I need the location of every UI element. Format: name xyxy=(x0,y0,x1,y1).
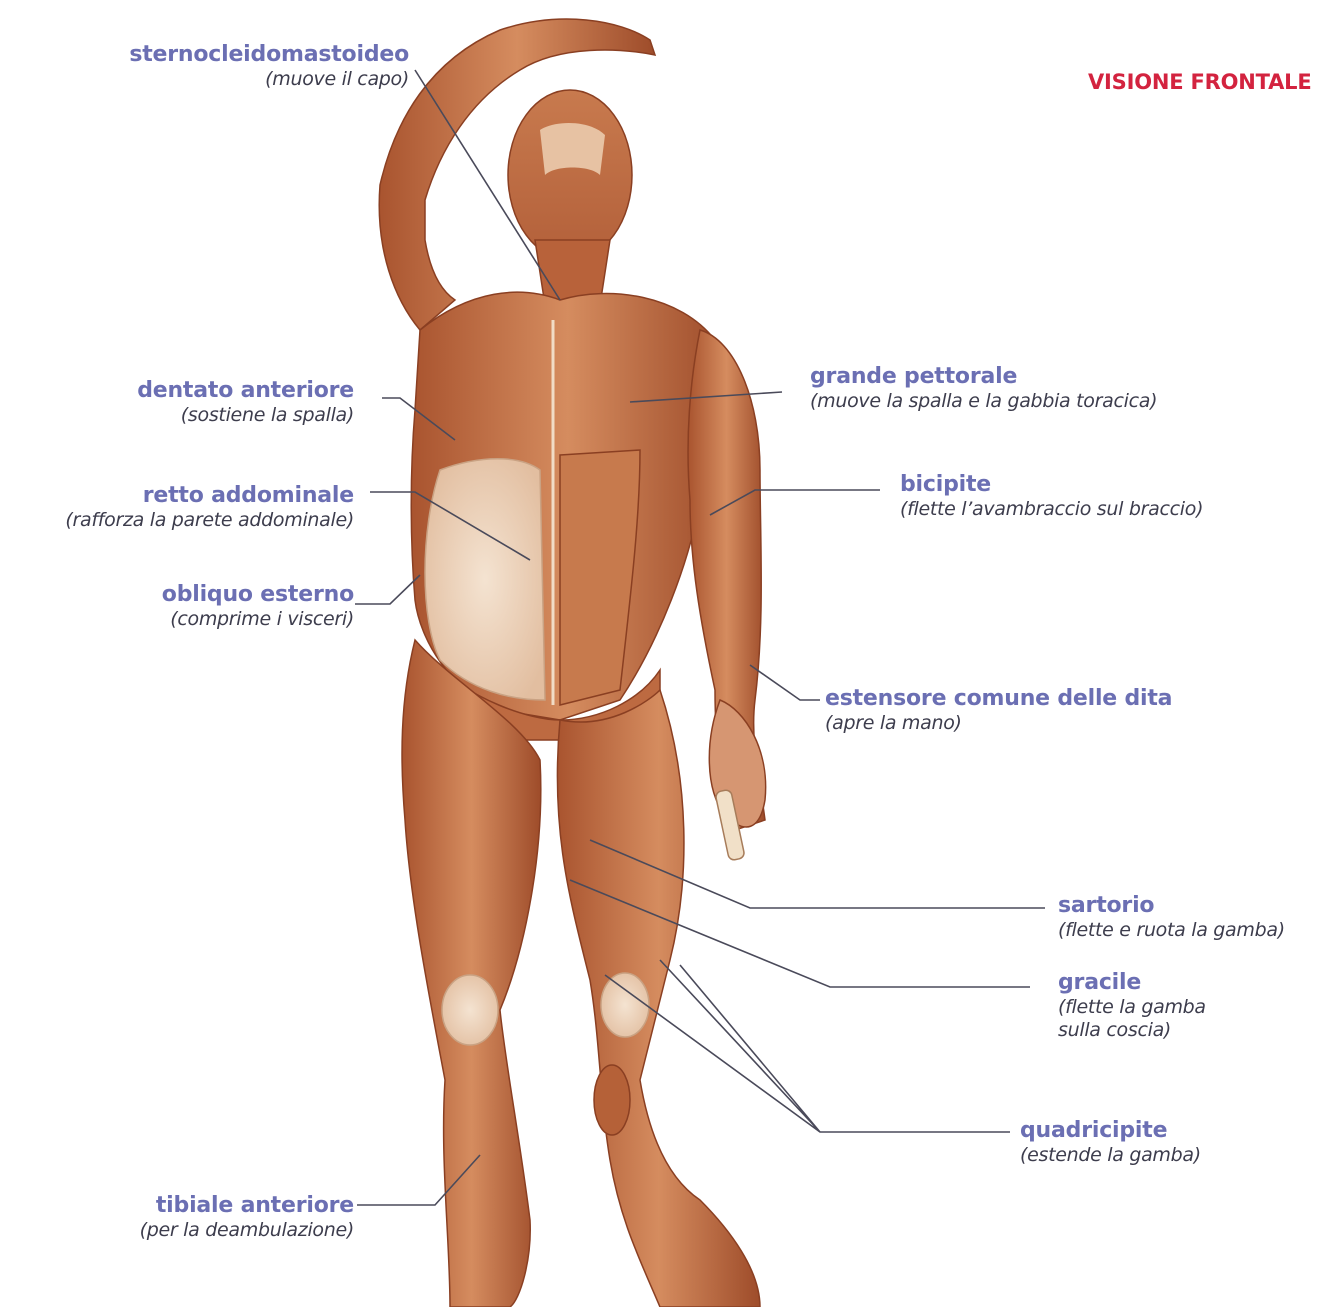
label-name: quadricipite xyxy=(1020,1118,1300,1144)
head xyxy=(508,90,632,260)
label-desc: (muove il capo) xyxy=(89,68,409,91)
label-estensore-comune-delle-dita: estensore comune delle dita (apre la man… xyxy=(825,686,1225,735)
label-sartorio: sartorio (flette e ruota la gamba) xyxy=(1058,893,1326,942)
label-desc: (flette e ruota la gamba) xyxy=(1058,919,1326,942)
line-obliquo xyxy=(355,575,420,604)
label-name: obliquo esterno xyxy=(54,582,354,608)
label-name: retto addominale xyxy=(0,483,354,509)
label-desc: (estende la gamba) xyxy=(1020,1144,1300,1167)
label-name: estensore comune delle dita xyxy=(825,686,1225,712)
label-name: sartorio xyxy=(1058,893,1326,919)
view-title: VISIONE FRONTALE xyxy=(1088,70,1312,94)
label-retto-addominale: retto addominale (rafforza la parete add… xyxy=(0,483,354,532)
label-desc: (flette la gamba xyxy=(1058,996,1308,1019)
label-name: dentato anteriore xyxy=(54,378,354,404)
label-sternocleidomastoideo: sternocleidomastoideo (muove il capo) xyxy=(89,42,409,91)
label-dentato-anteriore: dentato anteriore (sostiene la spalla) xyxy=(54,378,354,427)
label-name: gracile xyxy=(1058,970,1308,996)
label-name: grande pettorale xyxy=(810,364,1230,390)
label-name: sternocleidomastoideo xyxy=(89,42,409,68)
label-quadricipite: quadricipite (estende la gamba) xyxy=(1020,1118,1300,1167)
label-tibiale-anteriore: tibiale anteriore (per la deambulazione) xyxy=(54,1193,354,1242)
label-bicipite: bicipite (flette l’avambraccio sul bracc… xyxy=(900,472,1260,521)
label-desc: (per la deambulazione) xyxy=(54,1219,354,1242)
leg-left-side xyxy=(402,640,541,1307)
line-estensore xyxy=(750,665,820,700)
label-name: tibiale anteriore xyxy=(54,1193,354,1219)
label-desc: (apre la mano) xyxy=(825,712,1225,735)
label-grande-pettorale: grande pettorale (muove la spalla e la g… xyxy=(810,364,1230,413)
label-desc: (rafforza la parete addominale) xyxy=(0,509,354,532)
label-obliquo-esterno: obliquo esterno (comprime i visceri) xyxy=(54,582,354,631)
label-desc: (muove la spalla e la gabbia toracica) xyxy=(810,390,1230,413)
muscular-body xyxy=(379,19,765,1307)
label-desc: (comprime i visceri) xyxy=(54,608,354,631)
label-desc: (flette l’avambraccio sul braccio) xyxy=(900,498,1260,521)
line-quadricipite xyxy=(605,960,1010,1132)
abdominal-sheath xyxy=(425,459,545,700)
label-desc-line2: sulla coscia) xyxy=(1058,1019,1308,1042)
label-desc: (sostiene la spalla) xyxy=(54,404,354,427)
label-gracile: gracile (flette la gamba sulla coscia) xyxy=(1058,970,1308,1042)
label-name: bicipite xyxy=(900,472,1260,498)
